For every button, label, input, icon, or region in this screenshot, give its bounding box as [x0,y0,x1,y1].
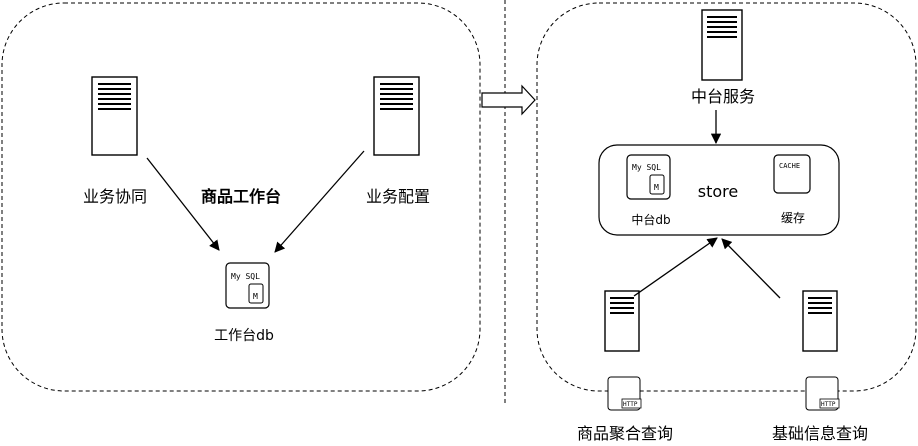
store-db-label: 中台db [631,212,670,227]
mysql-badge: My SQL [632,163,661,172]
cache-label: 缓存 [781,211,805,225]
server-icon [802,290,838,352]
bottom-left-label: 商品聚合查询 [577,424,673,443]
edge-left-to-db [146,157,220,251]
mysql-db-icon: My SQL M [225,262,270,309]
mysql-glyph: M [253,292,258,301]
left-group-boundary [1,2,481,392]
server-icon [373,76,420,156]
server-icon [91,76,138,156]
transition-arrow-icon [481,84,536,116]
top-server-label: 中台服务 [691,87,755,106]
mysql-db-icon: My SQL M [626,154,671,200]
mysql-badge: My SQL [231,272,260,281]
cache-badge: CACHE [779,162,800,170]
server-left-label: 业务协同 [83,187,147,206]
store-title: store [698,182,738,201]
left-group-title: 商品工作台 [201,187,281,206]
cache-icon: CACHE [773,154,811,194]
http-icon: HTTP [805,376,840,411]
server-icon [604,290,640,352]
server-right-label: 业务配置 [366,187,430,206]
left-db-label: 工作台db [214,328,274,344]
server-icon [701,9,743,81]
edge-bottom-left-to-store [633,237,718,297]
bottom-right-label: 基础信息查询 [772,424,868,443]
right-group-boundary [536,2,917,392]
mysql-glyph: M [654,183,659,192]
edge-bottom-right-to-store [721,238,781,299]
http-icon: HTTP [607,376,642,411]
http-badge: HTTP [623,401,638,408]
edge-right-to-db [274,150,365,253]
http-badge: HTTP [821,401,836,408]
